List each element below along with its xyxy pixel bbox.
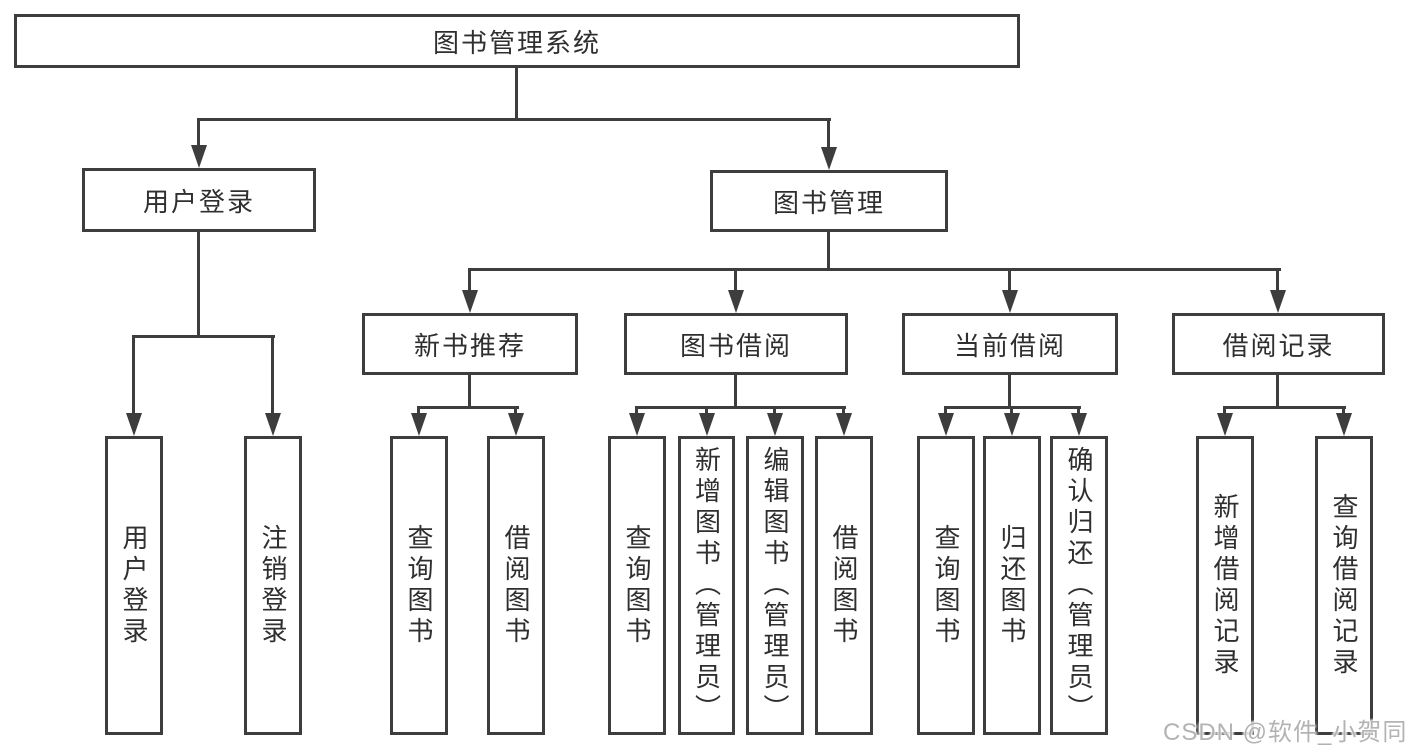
connector-line — [468, 268, 471, 293]
leaf-label: 查询图书 — [931, 523, 961, 648]
leaf-bb-add-book-admin: 新增图书（管理员） — [678, 436, 735, 735]
connector-line — [468, 268, 1281, 271]
connector-line — [1008, 268, 1011, 293]
leaf-br-add-record: 新增借阅记录 — [1196, 436, 1254, 735]
leaf-logout: 注销登录 — [244, 436, 302, 735]
arrow-down-icon — [938, 413, 954, 436]
leaf-bb-edit-book-admin: 编辑图书（管理员） — [746, 436, 804, 735]
leaf-label: 归还图书 — [997, 523, 1027, 648]
leaf-bb-borrow-book: 借阅图书 — [815, 436, 873, 735]
arrow-down-icon — [411, 413, 427, 436]
connector-line — [944, 406, 947, 418]
leaf-label: 编辑图书（管理员） — [760, 446, 790, 725]
connector-line — [734, 268, 737, 293]
arrow-down-icon — [1336, 413, 1352, 436]
leaf-label: 确认归还（管理员） — [1064, 446, 1094, 725]
connector-line — [1342, 406, 1345, 418]
connector-line — [468, 375, 471, 408]
leaf-cb-return-book: 归还图书 — [983, 436, 1041, 735]
node-book-borrow: 图书借阅 — [624, 313, 848, 375]
connector-line — [1008, 375, 1011, 408]
connector-line — [734, 375, 737, 408]
connector-line — [271, 335, 274, 415]
csdn-watermark: CSDN @软件_小贺同学 — [1163, 719, 1405, 746]
arrow-down-icon — [728, 290, 744, 313]
leaf-label: 查询借阅记录 — [1329, 492, 1359, 679]
leaf-label: 查询图书 — [622, 523, 652, 648]
node-library-system: 图书管理系统 — [14, 14, 1020, 68]
node-label: 用户登录 — [142, 186, 255, 217]
connector-line — [417, 406, 519, 409]
connector-line — [1223, 406, 1226, 418]
connector-line — [417, 406, 420, 418]
node-label: 新书推荐 — [413, 330, 526, 361]
arrow-down-icon — [1270, 290, 1286, 313]
connector-line — [514, 406, 517, 418]
arrow-down-icon — [1217, 413, 1233, 436]
arrow-down-icon — [126, 413, 142, 436]
arrow-down-icon — [1071, 413, 1087, 436]
arrow-down-icon — [821, 147, 837, 170]
node-current-borrow: 当前借阅 — [902, 313, 1118, 375]
leaf-label: 新增借阅记录 — [1210, 492, 1240, 679]
leaf-cb-query-book: 查询图书 — [917, 436, 975, 735]
connector-line — [842, 406, 845, 418]
node-label: 图书管理 — [772, 187, 885, 218]
connector-line — [197, 118, 831, 121]
arrow-down-icon — [191, 145, 207, 168]
leaf-nb-query-book: 查询图书 — [390, 436, 448, 735]
node-label: 图书借阅 — [679, 330, 792, 361]
arrow-down-icon — [462, 290, 478, 313]
arrow-down-icon — [699, 413, 715, 436]
arrow-down-icon — [508, 413, 524, 436]
leaf-cb-confirm-return-admin: 确认归还（管理员） — [1050, 436, 1108, 735]
connector-line — [132, 335, 275, 338]
arrow-down-icon — [767, 413, 783, 436]
connector-line — [827, 232, 830, 270]
leaf-label: 查询图书 — [404, 523, 434, 648]
node-new-book-recommend: 新书推荐 — [362, 313, 578, 375]
connector-line — [197, 232, 200, 337]
leaf-label: 用户登录 — [119, 523, 149, 648]
connector-line — [1077, 406, 1080, 418]
arrow-down-icon — [629, 413, 645, 436]
node-borrow-records: 借阅记录 — [1172, 313, 1385, 375]
connector-line — [515, 68, 518, 120]
leaf-label: 借阅图书 — [501, 523, 531, 648]
connector-line — [1223, 406, 1346, 409]
leaf-user-login: 用户登录 — [105, 436, 163, 735]
arrow-down-icon — [1002, 290, 1018, 313]
connector-line — [1010, 406, 1013, 418]
leaf-label: 注销登录 — [258, 523, 288, 648]
connector-line — [197, 118, 200, 148]
connector-line — [1276, 375, 1279, 408]
leaf-label: 借阅图书 — [829, 523, 859, 648]
node-user-login: 用户登录 — [82, 168, 316, 232]
connector-line — [705, 406, 708, 418]
arrow-down-icon — [265, 413, 281, 436]
leaf-label: 新增图书（管理员） — [691, 446, 722, 725]
connector-line — [132, 335, 135, 415]
node-label: 当前借阅 — [953, 330, 1066, 361]
node-label: 借阅记录 — [1222, 330, 1335, 361]
connector-line — [1276, 268, 1279, 293]
connector-line — [773, 406, 776, 418]
leaf-nb-borrow-book: 借阅图书 — [487, 436, 545, 735]
connector-line — [635, 406, 846, 409]
arrow-down-icon — [836, 413, 852, 436]
leaf-bb-query-book: 查询图书 — [608, 436, 666, 735]
node-book-management: 图书管理 — [710, 170, 948, 232]
connector-line — [635, 406, 638, 418]
arrow-down-icon — [1004, 413, 1020, 436]
connector-line — [827, 118, 830, 150]
leaf-br-query-record: 查询借阅记录 — [1315, 436, 1373, 735]
node-label: 图书管理系统 — [432, 27, 601, 58]
